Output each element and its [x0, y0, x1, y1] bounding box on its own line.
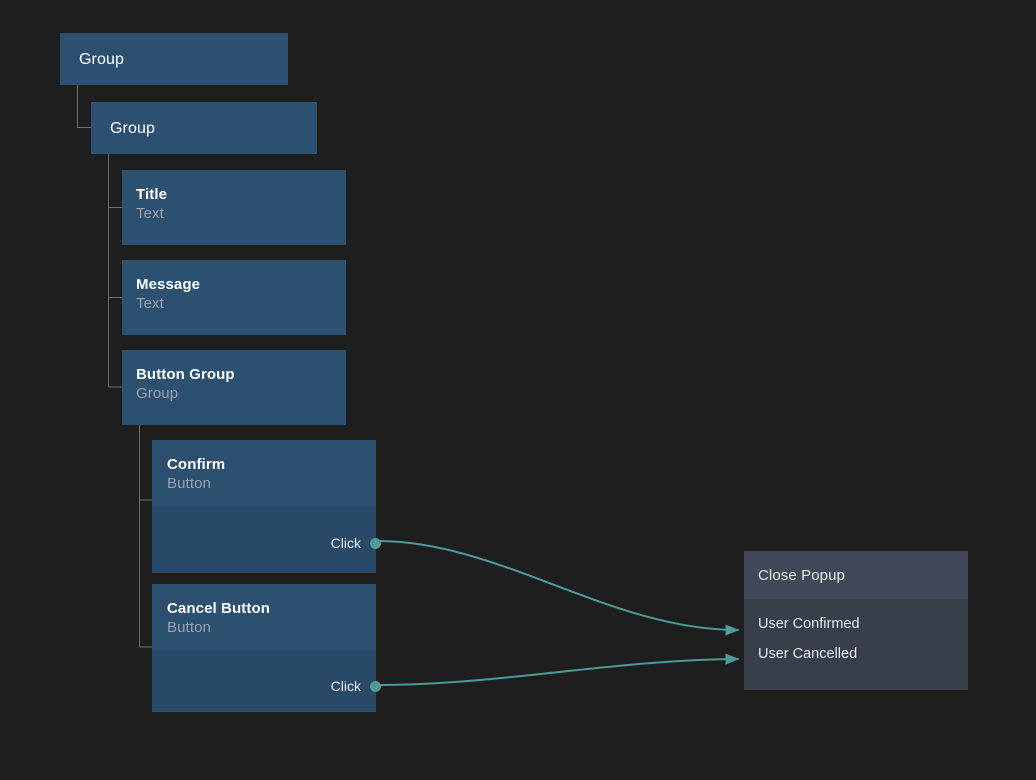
input-port-label: User Cancelled — [758, 645, 858, 662]
node-title: Group — [79, 50, 124, 68]
node-title: Close Popup — [758, 566, 845, 584]
node-title: Button Group — [136, 366, 235, 383]
port-label: Click — [330, 678, 361, 694]
node-title: Cancel Button — [167, 600, 270, 617]
input-port-user-confirmed[interactable]: User Confirmed — [744, 609, 968, 639]
node-body: Click — [152, 651, 381, 711]
node-subtitle: Button — [167, 475, 211, 492]
node-message-text[interactable]: Message Text — [122, 260, 346, 335]
edge-confirm-to-user-confirmed — [377, 540, 740, 636]
node-body: Click — [152, 507, 381, 572]
node-subtitle: Text — [136, 205, 164, 222]
node-body: User Confirmed User Cancelled — [744, 599, 968, 669]
port-dot-icon[interactable] — [370, 537, 381, 549]
node-header: Confirm Button — [152, 440, 376, 507]
node-header: Close Popup — [744, 551, 968, 599]
input-port-user-cancelled[interactable]: User Cancelled — [744, 639, 968, 669]
node-title: Confirm — [167, 456, 226, 473]
node-child-group[interactable]: Group — [91, 102, 317, 154]
node-close-popup[interactable]: Close Popup User Confirmed User Cancelle… — [744, 551, 968, 690]
node-root-group[interactable]: Group — [60, 33, 288, 85]
edge-cancel-to-user-cancelled — [377, 653, 740, 686]
node-title: Title — [136, 186, 168, 203]
node-button-group[interactable]: Button Group Group — [122, 350, 346, 425]
node-subtitle: Text — [136, 295, 164, 312]
output-port-click[interactable]: Click — [330, 535, 381, 551]
node-title-text[interactable]: Title Text — [122, 170, 346, 245]
output-port-click[interactable]: Click — [330, 678, 381, 694]
node-header: Cancel Button Button — [152, 584, 376, 651]
input-port-label: User Confirmed — [758, 615, 860, 632]
node-cancel-button[interactable]: Cancel Button Button Click — [152, 584, 381, 712]
node-title: Group — [110, 119, 155, 137]
node-subtitle: Button — [167, 619, 211, 636]
port-label: Click — [330, 535, 361, 551]
node-subtitle: Group — [136, 385, 179, 402]
node-confirm-button[interactable]: Confirm Button Click — [152, 440, 381, 573]
port-dot-icon[interactable] — [370, 680, 381, 692]
node-title: Message — [136, 276, 201, 293]
